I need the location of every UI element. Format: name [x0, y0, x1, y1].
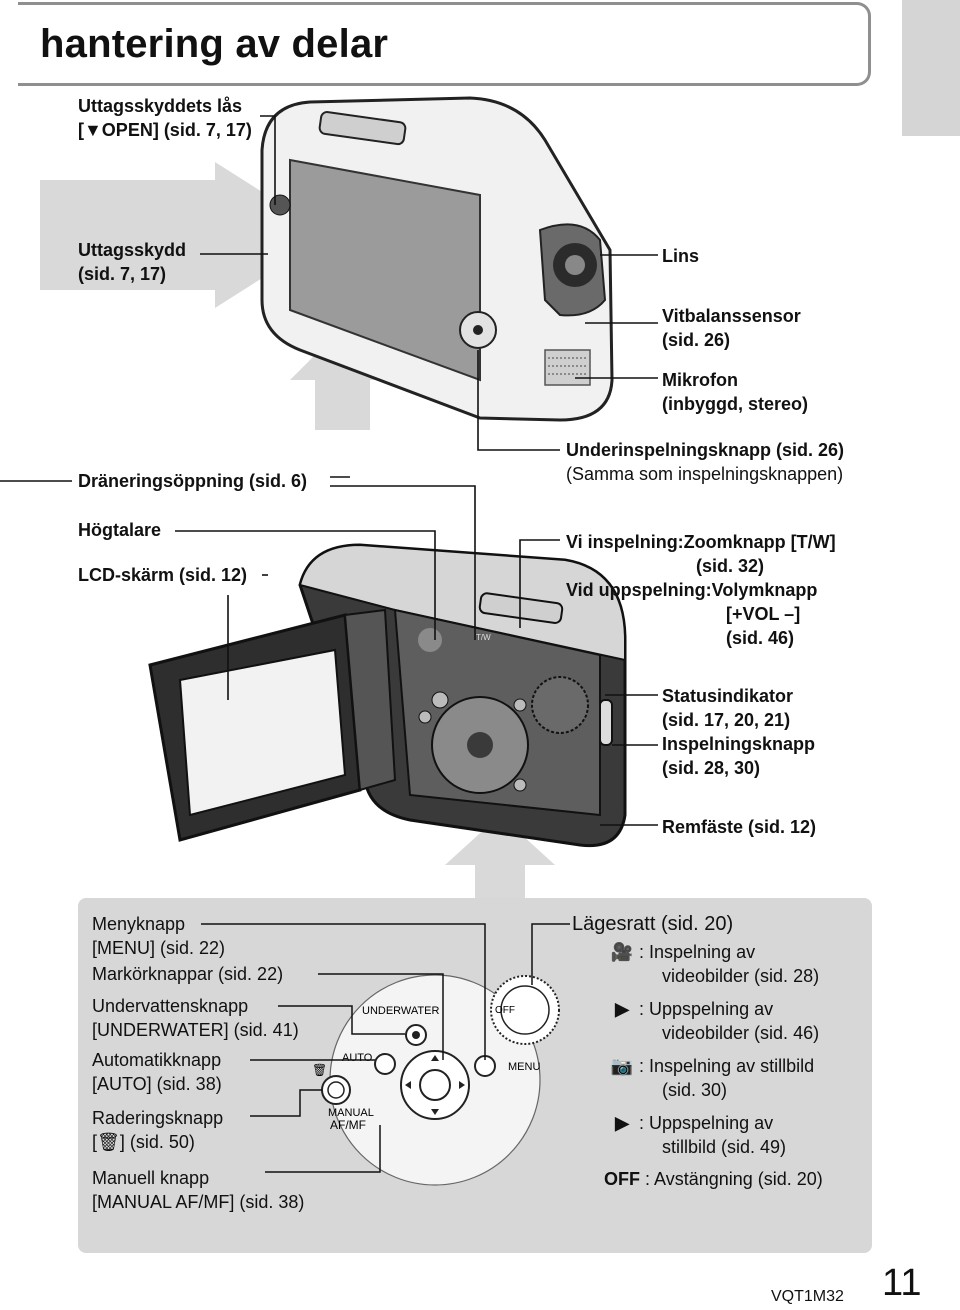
underwater-text: UNDERWATER	[362, 1005, 439, 1017]
menu-text: MENU	[508, 1061, 540, 1073]
cursor-buttons-label: Markörknappar (sid. 22)	[92, 964, 284, 984]
outlet-cover-label: Uttagsskydd (sid. 7, 17)	[78, 240, 187, 284]
header-box	[18, 2, 871, 86]
mode-dial-title: Lägesratt (sid. 20)	[572, 913, 734, 935]
arrow-up-shape-2	[445, 815, 555, 898]
mode-item-photo-rec: 📷 : Inspelning av stillbild (sid. 30)	[610, 1056, 815, 1100]
camera-open-view: T/W	[148, 543, 627, 848]
wb-sensor-label: Vitbalanssensor (sid. 26)	[662, 306, 801, 350]
sub-record-label: Underinspelningsknapp (sid. 26) (Samma s…	[566, 440, 845, 484]
manual-button-label: Manuell knapp [MANUAL AF/MF] (sid. 38)	[92, 1168, 305, 1212]
page-number: 11	[882, 1262, 922, 1304]
mode-item-photo-play: ▶ : Uppspelning av stillbild (sid. 49)	[610, 1111, 786, 1159]
play-icon: ▶	[615, 999, 629, 1019]
off-icon: OFF	[604, 1169, 640, 1189]
drain-label: Dräneringsöppning (sid. 6)	[78, 471, 308, 491]
camera-icon: 📷	[610, 1056, 634, 1076]
microphone-label: Mikrofon (inbyggd, stereo)	[662, 370, 809, 414]
delete-button-label: Raderingsknapp [🗑] (sid. 50)	[92, 1108, 224, 1152]
speaker-label: Högtalare	[78, 520, 162, 540]
auto-button-label: Automatikknapp [AUTO] (sid. 38)	[92, 1050, 222, 1094]
page-title: hantering av delar	[40, 22, 389, 66]
mode-item-off: OFF : Avstängning (sid. 20)	[604, 1169, 823, 1189]
status-label: Statusindikator (sid. 17, 20, 21) Inspel…	[662, 686, 816, 778]
manual-text-2: AF/MF	[330, 1118, 366, 1132]
video-camera-icon: 🎥	[610, 942, 634, 962]
manual-text-1: MANUAL	[328, 1107, 374, 1119]
outlet-lock-label: Uttagsskyddets lås [▼OPEN] (sid. 7, 17)	[78, 96, 252, 140]
zoom-marking: T/W	[476, 633, 491, 642]
photo-play-icon: ▶	[615, 1113, 629, 1133]
underwater-button-label: Undervattensknapp [UNDERWATER] (sid. 41)	[92, 996, 299, 1040]
auto-text: AUTO	[342, 1052, 373, 1064]
mode-item-video-rec: 🎥 : Inspelning av videobilder (sid. 28)	[610, 942, 820, 986]
off-text: OFF	[495, 1005, 515, 1016]
arrow-right-shape	[40, 162, 330, 308]
document-code: VQT1M32	[771, 1288, 844, 1305]
lens-label: Lins	[662, 246, 700, 266]
lcd-label: LCD-skärm (sid. 12)	[78, 565, 248, 585]
menu-button-label: Menyknapp [MENU] (sid. 22)	[92, 914, 226, 958]
side-tab	[902, 0, 960, 136]
trash-icon: 🗑	[312, 1063, 327, 1077]
leader-lines	[0, 115, 658, 826]
zoom-label: Vi inspelning:Zoomknapp [T/W] (sid. 32) …	[566, 532, 836, 648]
mode-item-video-play: ▶ : Uppspelning av videobilder (sid. 46)	[610, 997, 819, 1045]
camera-top-view	[260, 96, 614, 422]
strap-label: Remfäste (sid. 12)	[662, 817, 817, 837]
